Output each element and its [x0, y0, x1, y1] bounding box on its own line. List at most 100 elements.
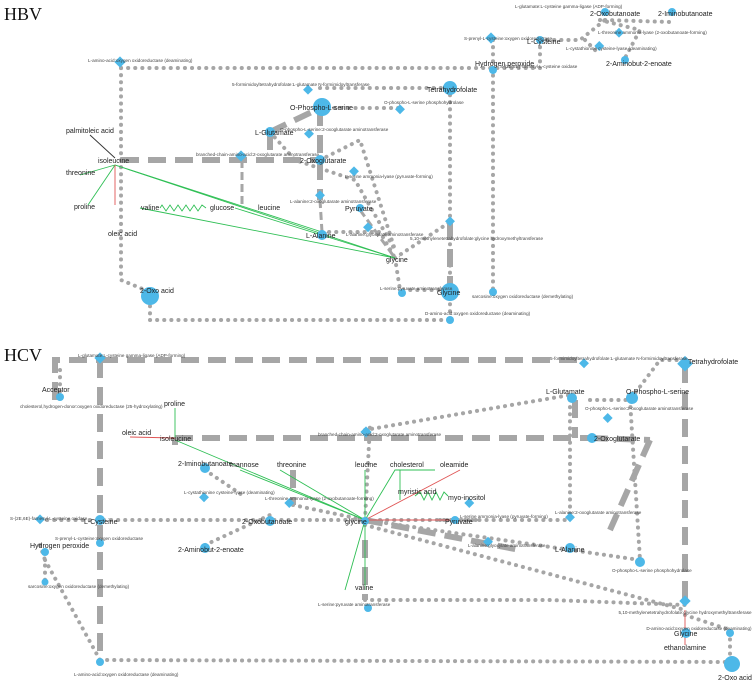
hbv-enzyme-label: O-phospho-L-serine:2-oxoglutarate aminot…: [280, 127, 389, 132]
hbv-node-d-amino-acid-oxidoreductase: [446, 316, 454, 324]
hbv-enzyme-label: L-alanine:2-oxoglutarate aminotransferas…: [290, 199, 377, 204]
hbv-node-tetrahydrofolate: [443, 81, 457, 95]
hbv-label-pyruvate: Pyruvate: [345, 206, 373, 213]
hcv-edge: [363, 523, 687, 612]
hcv-node-bcaa-aminotransferase: [360, 426, 372, 438]
hbv-edge: [89, 134, 116, 159]
hbv-node-pyruvate: [356, 204, 364, 212]
hcv-gray-edges: [38, 357, 732, 664]
hbv-node-o-phospho-l-serine: [313, 98, 331, 116]
hcv-node-l-cysteine: [95, 515, 105, 525]
hbv-enzyme-label: L-alanine:glyoxylate aminotransferase: [346, 232, 424, 237]
hcv-node-serine-pyruvate-aminotransferase: [364, 604, 372, 612]
hcv-label-2-iminobutanoate: 2-Iminobutanoate: [178, 461, 233, 468]
hbv-enzyme-label: L-amino-acid:oxygen oxidoreductase (deam…: [88, 58, 193, 63]
hbv-node-serine-pyruvate-aminotransferase: [398, 289, 406, 297]
hcv-node-2-iminobutanoate: [200, 463, 210, 473]
hcv-edge: [239, 469, 366, 521]
hcv-node-serine-ammonia-lyase: [464, 498, 475, 508]
hbv-label-oleic-acid: oleic acid: [108, 231, 137, 238]
hcv-node-2-aminobut-2-enoate: [200, 543, 210, 553]
hbv-enzyme-label: O-phospho-L-serine phosphohydrolase: [384, 100, 464, 105]
hcv-label-hydrogen-peroxide: Hydrogen peroxide: [30, 543, 89, 550]
hcv-edge: [344, 519, 366, 591]
hcv-label-ethanolamine: ethanolamine: [664, 645, 706, 652]
hcv-node-glycine-hub: [361, 517, 369, 525]
hcv-edge: [279, 469, 366, 521]
hcv-label-l-alanine: L-Alanine: [555, 547, 585, 554]
hcv-panel: HCV: [4, 345, 752, 682]
hbv-node-phosphoserine-phosphohydrolase: [395, 104, 405, 115]
hbv-label-o-phospho-l-serine: O-Phospho-L-serine: [290, 105, 353, 112]
hcv-label-2-oxobutanoate: 2-Oxobutanoate: [242, 519, 292, 526]
hcv-label-2-aminobut-2-enoate: 2-Aminobut-2-enoate: [178, 547, 244, 554]
hcv-enzyme-label: branched-chain-amino-acid:2-oxoglutarate…: [318, 432, 442, 437]
hbv-edge: [87, 164, 116, 206]
hcv-enzyme-label: cholesterol,hydrogen-donor:oxygen oxidor…: [20, 404, 163, 409]
hcv-label-tetrahydrofolate: Tetrahydrofolate: [688, 359, 738, 366]
hbv-enzyme-label: D-amino-acid:oxygen oxidoreductase (deam…: [425, 311, 531, 316]
hcv-label-2-oxoglutarate: 2-Oxoglutarate: [594, 436, 640, 443]
hcv-edge: [683, 613, 732, 664]
hcv-edge: [589, 435, 651, 443]
hbv-enzyme-label: L-threonine ammonia-lyase (2-oxobutanoat…: [598, 30, 707, 35]
hcv-enzyme-label: L-amino-acid:oxygen oxidoreductase (deam…: [74, 672, 179, 677]
hbv-labels: 2-Oxobutanoate 2-Iminobutanoate 2-Aminob…: [66, 4, 713, 316]
hbv-edge: [318, 137, 397, 252]
hcv-edge: [588, 358, 687, 402]
hcv-label-o-phospho-l-serine: O-Phospho-L-serine: [626, 389, 689, 396]
hcv-edge: [203, 468, 247, 499]
hcv-enzyme-label: L-cystathionine cysteine-lyase (deaminat…: [184, 490, 275, 495]
hbv-gray-edges: [119, 18, 672, 322]
hcv-label-2-oxo-acid: 2-Oxo acid: [718, 675, 752, 682]
hcv-node-2-oxobutanoate: [265, 516, 275, 526]
hcv-edge: [363, 518, 642, 562]
hcv-enzyme-label: L-serine:pyruvate aminotransferase: [318, 602, 391, 607]
hcv-node-pyruvate: [451, 516, 459, 524]
hcv-edge: [98, 658, 732, 664]
hcv-node-hydrogen-peroxide: [41, 548, 49, 556]
hbv-label-palmitoleic-acid: palmitoleic acid: [66, 128, 114, 135]
hcv-node-alanine-oxoglutarate-aminotransferase: [565, 512, 575, 523]
hcv-node-prenyl-cysteine-oxidase: [96, 539, 104, 547]
hcv-label-pyruvate: Pyruvate: [445, 519, 473, 526]
hcv-node-cystathionine-lyase: [199, 492, 209, 503]
hbv-node-2-aminobut-2-enoate: [621, 56, 629, 64]
hbv-label-glucose: glucose: [210, 205, 234, 212]
hcv-enzyme-label: L-threonine ammonia-lyase (2-oxobutanoat…: [265, 496, 374, 501]
hbv-enzyme-label: S-(2E,6E)-farnesyl-L-cysteine oxidase: [500, 64, 578, 69]
hbv-label-2-oxoglutarate: 2-Oxoglutarate: [300, 158, 346, 165]
hbv-label-tetrahydrofolate: Tetrahydrofolate: [427, 87, 477, 94]
hbv-node-glycine: [441, 283, 459, 301]
hbv-enzyme-label: L-cystathionine cysteine-lyase (deaminat…: [566, 46, 657, 51]
hbv-label-valine: valine: [141, 205, 159, 212]
hcv-label-oleamide: oleamide: [440, 462, 469, 469]
hbv-edge: [318, 199, 324, 233]
hcv-node-o-phospho-l-serine: [626, 392, 638, 404]
hbv-edge: [234, 207, 396, 259]
hbv-enzyme-label: branched-chain-amino-acid:2-oxoglutarate…: [196, 152, 320, 157]
hcv-node-glycine: [681, 628, 691, 638]
hbv-node-l-glutamate: [265, 127, 275, 137]
hbv-edge: [79, 164, 116, 176]
hbv-edge: [114, 164, 323, 233]
hbv-enzyme-label: S-prenyl-L-cysteine:oxygen oxidoreductas…: [464, 36, 553, 41]
hcv-edge: [363, 423, 372, 522]
hbv-node-hydroxymethyltransferase: [445, 216, 455, 227]
hcv-node-2-oxoglutarate: [587, 433, 597, 443]
hbv-node-serine-ammonia-lyase: [349, 166, 359, 177]
hbv-edge: [598, 18, 643, 60]
hcv-node-threonine-ammonia-lyase: [284, 498, 295, 508]
hcv-edge: [607, 438, 653, 532]
hbv-node-l-cysteine: [536, 36, 544, 44]
hcv-enzyme-label: L-serine ammonia-lyase (pyruvate-forming…: [460, 514, 548, 519]
hbv-edge: [538, 18, 607, 42]
hbv-label-glycine-hub: glycine: [386, 257, 408, 264]
hcv-edge: [129, 436, 176, 439]
hcv-enzyme-label: O-phospho-L-serine phosphohydrolase: [612, 568, 692, 573]
hbv-node-threonine-ammonia-lyase: [614, 27, 624, 38]
hbv-node-hydrogen-peroxide: [489, 66, 497, 74]
hcv-edge: [363, 393, 572, 432]
hcv-edge: [363, 598, 687, 607]
